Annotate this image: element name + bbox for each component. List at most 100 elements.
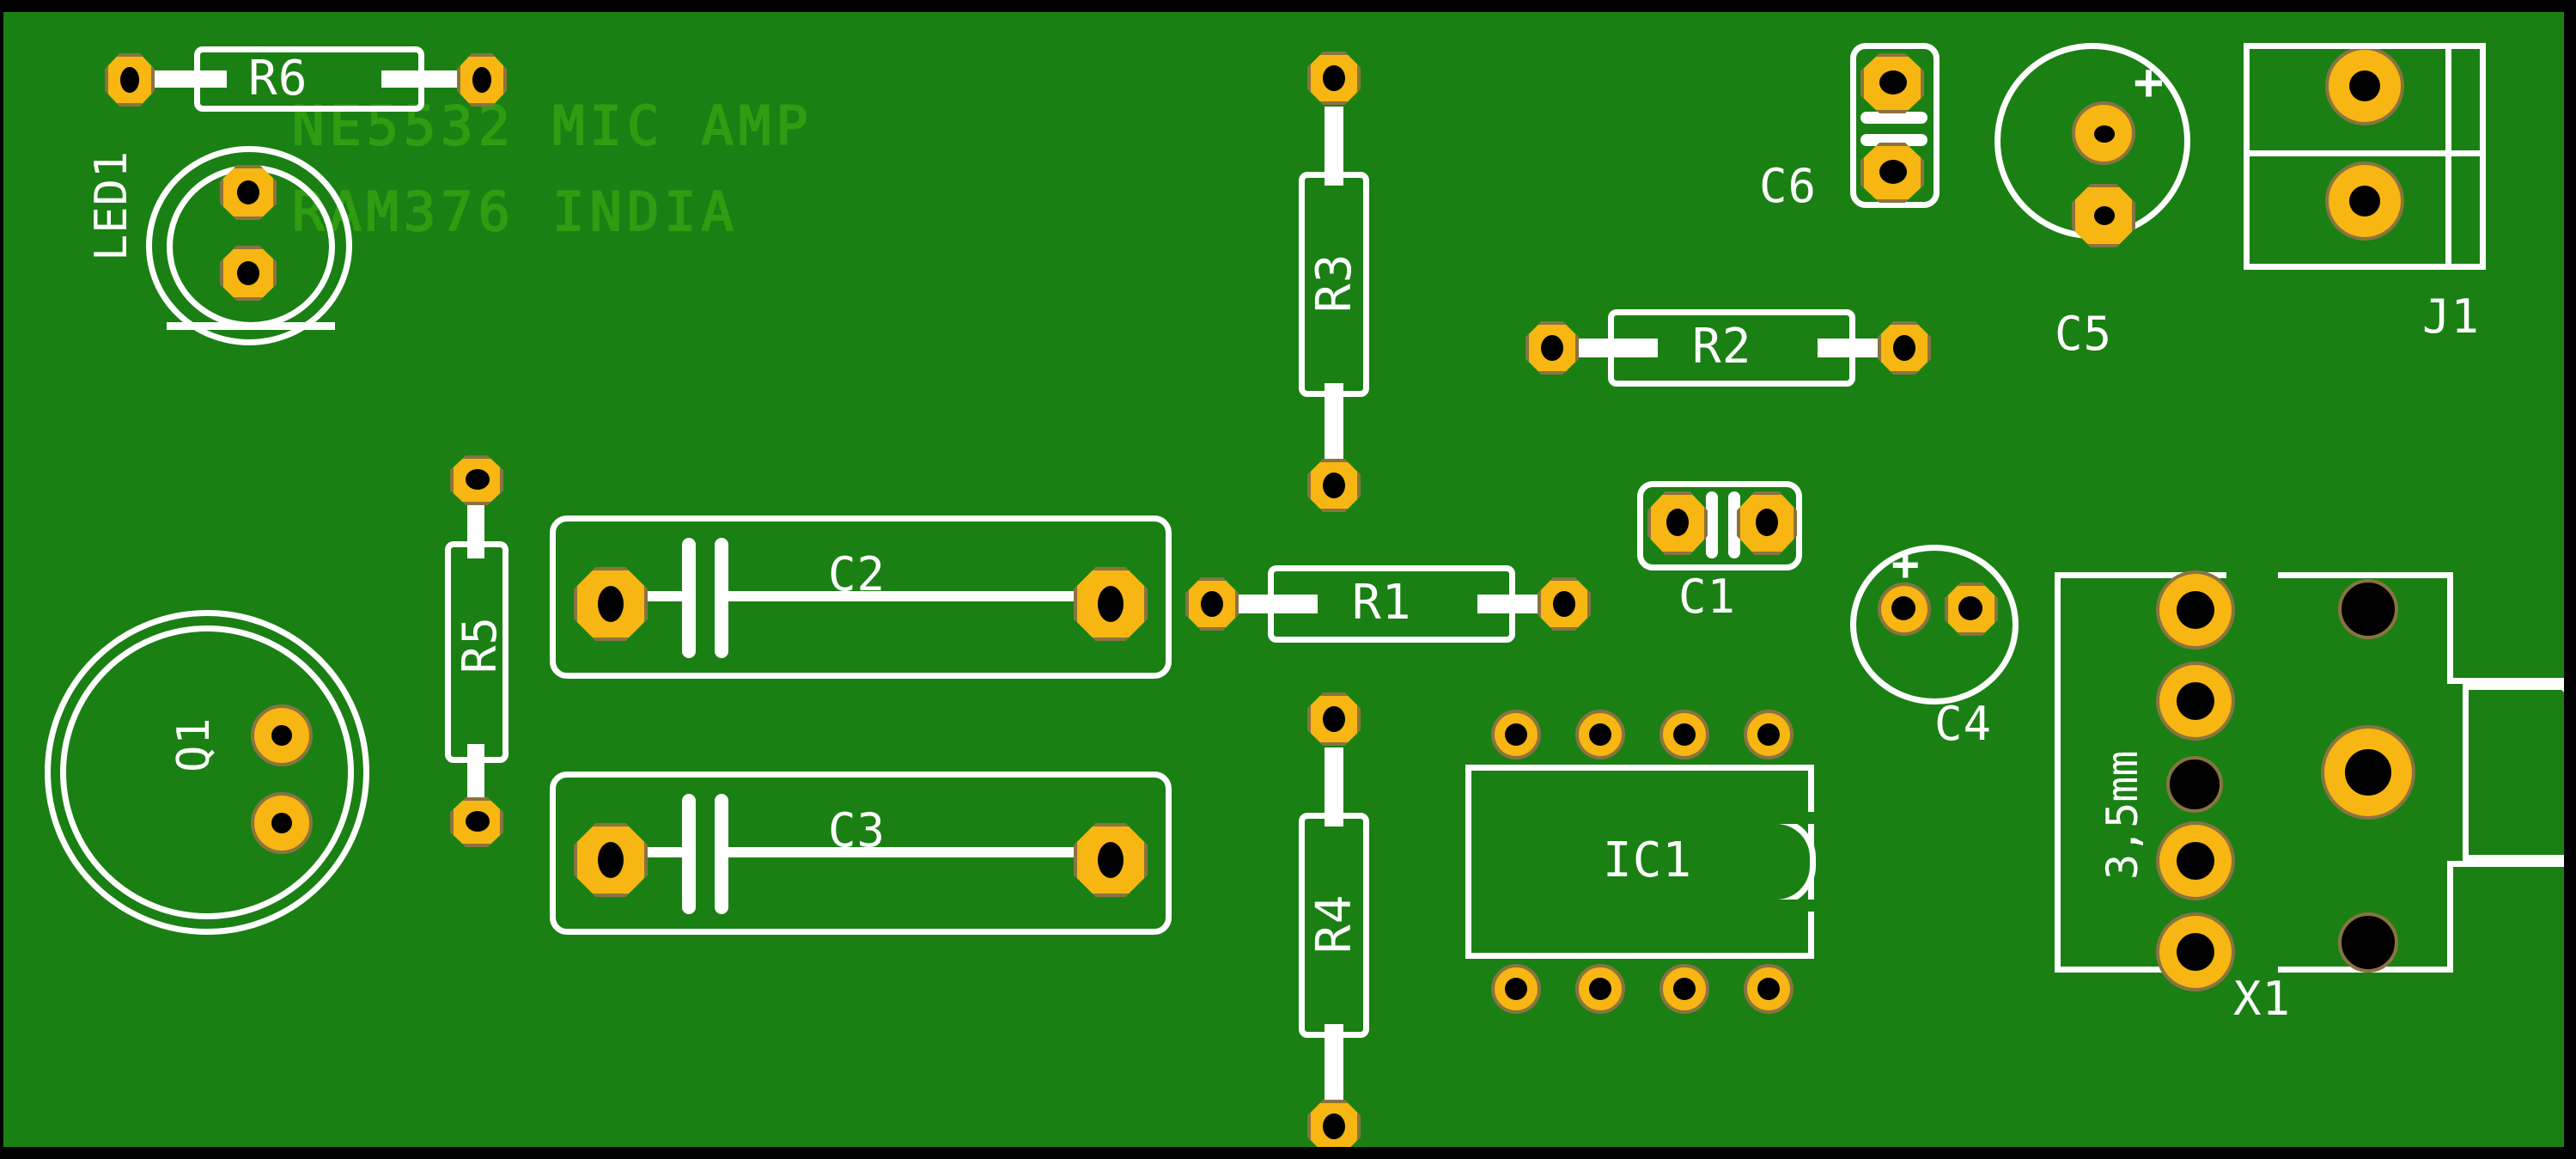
x1-ref-label: X1 [2233,972,2292,1026]
r6-ref-label: R6 [248,51,308,107]
r3-body-outline [1299,172,1369,397]
x1-hole-4 [2177,933,2214,971]
x1-outline-right-bottom [2447,861,2453,973]
c6-hole-1 [1879,70,1907,95]
c2-body-outline [550,515,1172,679]
r6-body-outline [194,46,424,112]
x1-outline-top-right [2278,572,2453,578]
c1-plate-left [1706,491,1718,558]
r1-lead-right [1477,595,1556,613]
r4-ref-label: R4 [1306,894,1362,954]
x1-pad-sleeve[interactable] [2321,725,2415,820]
x1-mount-hole-top [2338,579,2398,639]
r2-lead-right [1818,339,1897,357]
x1-outline-right-top [2447,572,2453,684]
r2-body-outline [1608,309,1855,387]
j1-body-outline [2244,43,2486,270]
c5-hole-negative [2094,206,2115,225]
c2-plate-right [715,538,728,658]
c6-ref-label: C6 [1759,159,1818,213]
c5-ref-label: C5 [2055,307,2113,361]
r4-hole-1 [1323,706,1345,732]
c2-hole-2 [1098,586,1124,622]
ic1-pad-3[interactable] [1659,964,1709,1014]
r3-lead-top [1325,107,1343,186]
r4-lead-top [1325,747,1343,827]
r1-body-outline [1268,565,1515,643]
c3-hole-1 [598,842,624,878]
c6-hole-2 [1879,160,1907,184]
x1-hole-1 [2177,591,2214,629]
x1-barrel-top [2463,684,2564,690]
c3-plate-right [715,794,728,914]
ic1-pad-6[interactable] [1659,710,1709,759]
q1-hole-1 [271,725,292,746]
r1-hole-2 [1553,591,1575,617]
ic1-hole-5 [1757,723,1780,746]
c3-plate-left [682,794,696,914]
x1-barrel-top-lead [2447,678,2564,684]
c3-ref-label: C3 [828,803,886,857]
x1-size-label: 3,5mm [2098,750,2147,880]
c1-body-outline [1637,481,1802,570]
x1-hole-sleeve [2345,749,2391,796]
c6-plate-top [1860,112,1927,124]
r5-hole-1 [466,469,490,490]
q1-inner-circle [60,625,354,919]
c6-body-outline [1850,43,1940,208]
r4-hole-2 [1323,1113,1345,1139]
c2-ref-label: C2 [828,547,886,601]
c5-hole-positive [2094,125,2115,143]
r5-body-outline [445,541,509,763]
ic1-hole-6 [1673,723,1696,746]
c2-pad-1[interactable] [574,567,648,641]
x1-outline-left [2055,572,2061,973]
c2-wire-right [725,591,1084,601]
r2-hole-2 [1893,335,1915,361]
r2-hole-1 [1541,335,1563,361]
q1-outer-circle [45,610,369,935]
c4-hole-positive [1891,596,1915,620]
r6-hole-2 [472,67,491,93]
r4-lead-bottom [1325,1024,1343,1105]
ic1-hole-4 [1757,978,1780,1000]
c3-hole-2 [1098,842,1124,878]
pcb-board: NE5532 MIC AMP RAM376 INDIA R6 LED1 [3,12,2564,1147]
ic1-hole-1 [1505,978,1527,1000]
led1-hole-1 [237,180,259,204]
c2-plate-left [682,538,696,658]
c4-outline-circle [1850,545,2019,705]
x1-barrel-bevel-top [2561,685,2564,701]
r5-hole-2 [466,811,490,832]
led1-hole-2 [237,261,259,285]
r3-hole-2 [1323,473,1345,498]
j1-inner-divider [2445,43,2451,270]
j1-hole-2 [2349,186,2380,217]
led1-flat-edge [167,322,335,330]
r2-ref-label: R2 [1692,319,1752,375]
r3-lead-bottom [1325,383,1343,464]
x1-outline-top-left [2055,572,2226,578]
c1-hole-1 [1666,509,1689,536]
r1-lead-left [1239,595,1318,613]
c5-pad-negative[interactable] [2072,184,2135,247]
c1-hole-2 [1756,509,1778,536]
j1-hole-1 [2349,70,2380,101]
ic1-hole-7 [1589,723,1611,746]
c5-polarity-plus: + [2134,52,2164,111]
x1-barrel-bottom [2463,855,2564,861]
c2-hole-1 [598,586,624,622]
c4-hole-negative [1958,596,1982,620]
c1-ref-label: C1 [1678,570,1737,624]
c4-pad-positive[interactable] [1878,583,1931,636]
q1-ref-label: Q1 [168,717,220,772]
ic1-ref-label: IC1 [1603,833,1693,888]
c4-ref-label: C4 [1934,697,1993,751]
r3-hole-1 [1323,65,1345,91]
c3-wire-right [725,847,1084,857]
r3-ref-label: R3 [1306,253,1362,313]
r1-pad-1[interactable] [1185,577,1239,631]
c1-plate-right [1728,491,1740,558]
ic1-notch-mask-top [1776,812,1819,824]
